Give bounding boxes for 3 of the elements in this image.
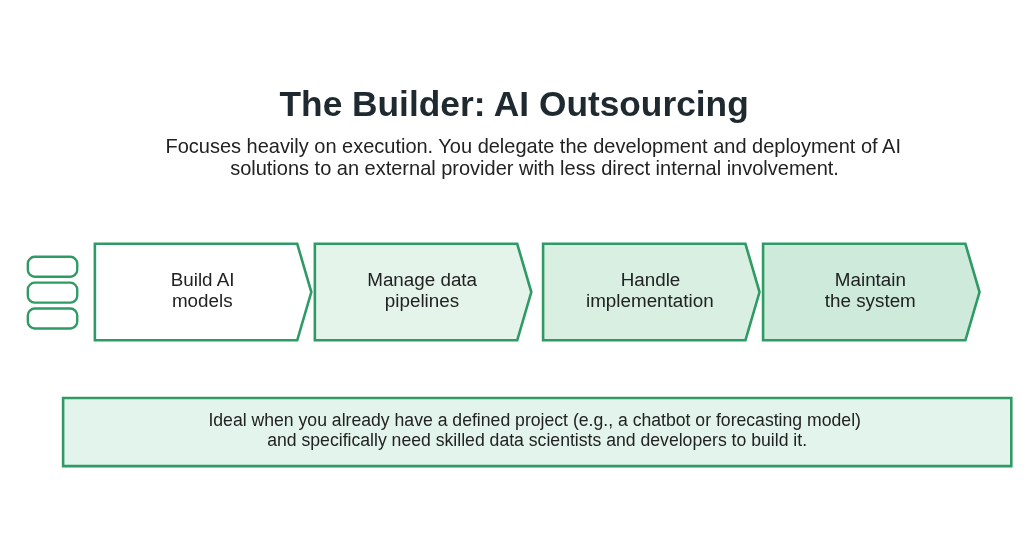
- diagram-title: The Builder: AI Outsourcing: [279, 83, 749, 123]
- node-box: Ideal when you already have a defined project (e.g., a chatbot or forecasting model) and specifically need skilled data scientists and developers to build it.: [61, 396, 1013, 468]
- label: Focuses heavily on execution. You delegate the development and deployment of AI solutions to an external provider with less direct internal involvement.: [164, 134, 901, 180]
